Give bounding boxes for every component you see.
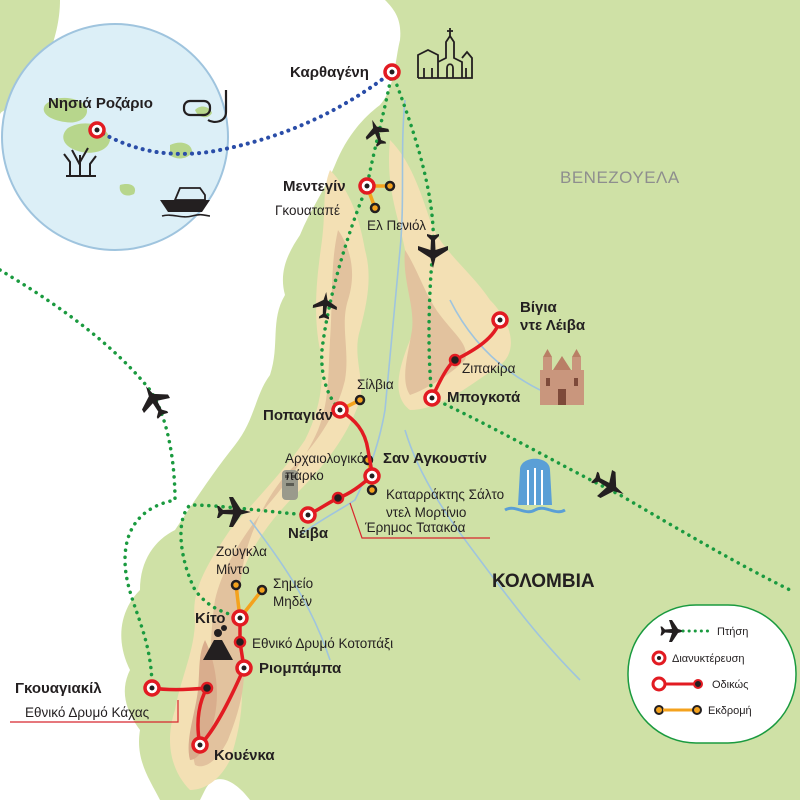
label-line: ντελ Μορτίνιο <box>386 505 466 520</box>
legend-flight-label: Πτήση <box>717 626 748 638</box>
statue-icon <box>282 470 298 500</box>
legend-road: Οδικώς <box>651 676 748 692</box>
legend-excursion: Εκδρομή <box>654 705 752 717</box>
label-line: πάρκο <box>285 468 324 483</box>
airplane-icon <box>660 620 685 642</box>
legend-overnight: Διανυκτέρευση <box>651 650 745 666</box>
label-line: Ζούγκλα <box>216 544 267 559</box>
road-quito-cuenca <box>150 616 246 747</box>
legend-flight: Πτήση <box>660 620 748 642</box>
label-rosario: Νησιά Ροζάριο <box>48 95 153 112</box>
road-points <box>200 353 462 695</box>
airplane-icons <box>142 119 624 527</box>
label-salto: Καταρράκτης Σάλτο ντελ Μορτίνιο <box>386 487 504 520</box>
airplane-icon <box>312 292 337 320</box>
label-colombia: ΚΟΛΟΜΒΙΑ <box>492 571 595 592</box>
label-neiva: Νέιβα <box>288 525 329 542</box>
label-line: Μίντο <box>216 562 250 577</box>
airplane-icon <box>591 470 624 498</box>
label-archpark: Αρχαιολογικό πάρκο <box>285 451 364 483</box>
airplane-icon <box>217 497 251 527</box>
label-zipaquira: Ζιπακίρα <box>462 361 516 376</box>
cathedral-icon <box>417 28 473 79</box>
label-bogota: Μπογκοτά <box>447 389 521 406</box>
rivers <box>249 99 581 681</box>
andes-mountains <box>192 230 353 767</box>
label-quito: Κίτο <box>195 610 225 627</box>
legend: Πτήση Διανυκτέρευση Οδικώς Εκδρομή <box>627 604 797 744</box>
boat-route-cartagena-rosario <box>95 70 394 156</box>
label-cajas: Εθνικό Δρυμό Κάχας <box>25 705 150 720</box>
volcano-icon <box>203 625 233 660</box>
label-cuenca: Κουένκα <box>214 747 275 764</box>
yacht-icon <box>160 187 211 218</box>
legend-road-label: Οδικώς <box>712 679 748 691</box>
snorkel-icon <box>182 90 228 123</box>
label-line: Αρχαιολογικό <box>285 451 364 466</box>
label-tatacoa: Έρημος Τατακόα <box>364 520 466 535</box>
label-guayaquil: Γκουαγιακίλ <box>15 680 102 697</box>
flight-route-medellin-popayan <box>320 184 369 412</box>
overnight-marker-centers <box>94 69 503 748</box>
label-cartagena: Καρθαγένη <box>290 64 369 81</box>
airplane-icon <box>418 234 448 268</box>
label-venezuela: ΒΕΝΕΖΟΥΕΛΑ <box>560 168 680 187</box>
flight-route-cartagena-bogota <box>390 70 436 400</box>
label-cotopaxi: Εθνικό Δρυμό Κοτοπάξι <box>252 636 393 651</box>
waterfall-icon <box>504 458 566 514</box>
callout-lines <box>10 502 490 723</box>
label-sanagustin: Σαν Αγκουστίν <box>383 450 487 467</box>
airplane-icon <box>365 119 390 147</box>
label-line: Καταρράκτης Σάλτο <box>386 487 504 502</box>
legend-overnight-label: Διανυκτέρευση <box>672 653 745 665</box>
label-popayan: Ποπαγιάν <box>263 407 333 424</box>
church-icon <box>540 349 584 405</box>
label-penol: Ελ Πενιόλ <box>367 218 426 233</box>
place-labels: Καρθαγένη Νησιά Ροζάριο Μεντεγίν Γκουατα… <box>15 64 680 764</box>
label-line: ντε Λέιβα <box>520 317 586 334</box>
label-line: Μηδέν <box>273 594 312 609</box>
legend-excursion-label: Εκδρομή <box>708 705 752 717</box>
flight-route-bogota-east <box>430 396 792 592</box>
label-silvia: Σίλβια <box>357 377 394 392</box>
label-line: Σημείο <box>273 576 313 591</box>
label-guatape: Γκουαταπέ <box>275 203 340 218</box>
label-riobamba: Ριομπάμπα <box>259 660 342 677</box>
label-medellin: Μεντεγίν <box>283 178 346 195</box>
label-line: Βίγια <box>520 299 558 316</box>
airplane-icon <box>142 386 170 419</box>
coral-icon <box>63 147 97 177</box>
